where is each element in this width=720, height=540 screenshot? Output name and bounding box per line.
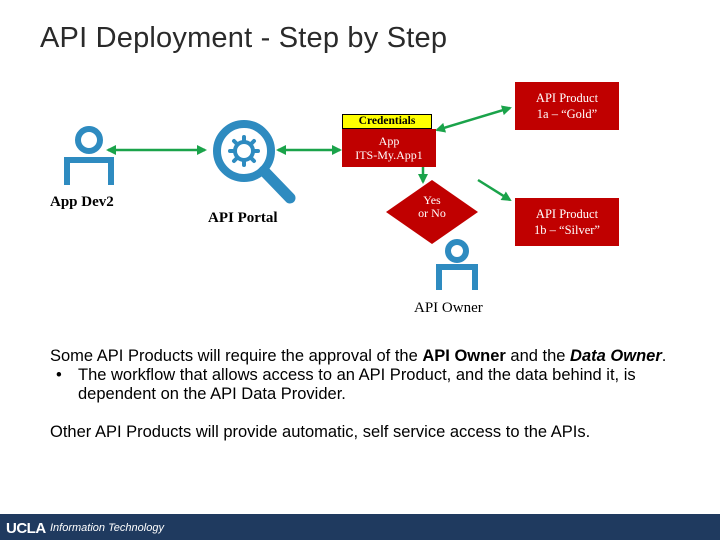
- product-gold-line1: API Product: [535, 91, 599, 105]
- body-text: Some API Products will require the appro…: [50, 347, 690, 442]
- approval-diamond: [386, 180, 478, 244]
- body-paragraph-1: Some API Products will require the appro…: [50, 347, 690, 366]
- credentials-tag: Credentials: [342, 114, 432, 129]
- arrow-app-gold: [435, 105, 512, 133]
- app-dev-label: App Dev2: [50, 194, 114, 210]
- para1-prefix: Some API Products will require the appro…: [50, 347, 423, 365]
- product-silver-line1: API Product: [535, 207, 599, 221]
- bullet-marker: •: [56, 366, 62, 384]
- product-silver-box: API Product 1b – “Silver”: [515, 198, 619, 246]
- footer-department: Information Technology: [50, 522, 164, 534]
- approval-line2: or No: [418, 206, 446, 220]
- page-title: API Deployment - Step by Step: [40, 22, 448, 54]
- api-portal-label: API Portal: [208, 210, 278, 226]
- product-gold-line2: 1a – “Gold”: [536, 107, 598, 121]
- product-silver-line2: 1b – “Silver”: [534, 223, 600, 237]
- api-owner-person-icon: [436, 239, 478, 290]
- approval-text: Yes or No: [402, 194, 462, 220]
- bullet-item: • The workflow that allows access to an …: [50, 366, 690, 404]
- para1-data-owner: Data Owner: [570, 347, 662, 365]
- para1-mid: and the: [505, 347, 571, 365]
- product-gold-box: API Product 1a – “Gold”: [515, 82, 619, 130]
- footer-bar: UCLA Information Technology: [0, 514, 720, 540]
- approval-line1: Yes: [423, 193, 441, 207]
- deployment-diagram: [64, 105, 512, 290]
- app-box: App ITS-My.App1: [342, 129, 436, 167]
- app-box-line2: ITS-My.App1: [355, 148, 423, 162]
- api-owner-label: API Owner: [414, 300, 483, 316]
- para1-api-owner: API Owner: [422, 347, 506, 365]
- app-dev-person-icon: [64, 126, 114, 185]
- api-portal-search-gear-icon: [213, 120, 296, 204]
- bullet-text: The workflow that allows access to an AP…: [78, 366, 636, 403]
- para1-end: .: [661, 347, 667, 365]
- body-paragraph-2: Other API Products will provide automati…: [50, 423, 591, 441]
- app-box-line1: App: [378, 134, 400, 148]
- ucla-logo: UCLA: [6, 520, 46, 537]
- arrow-approval-silver: [477, 178, 512, 202]
